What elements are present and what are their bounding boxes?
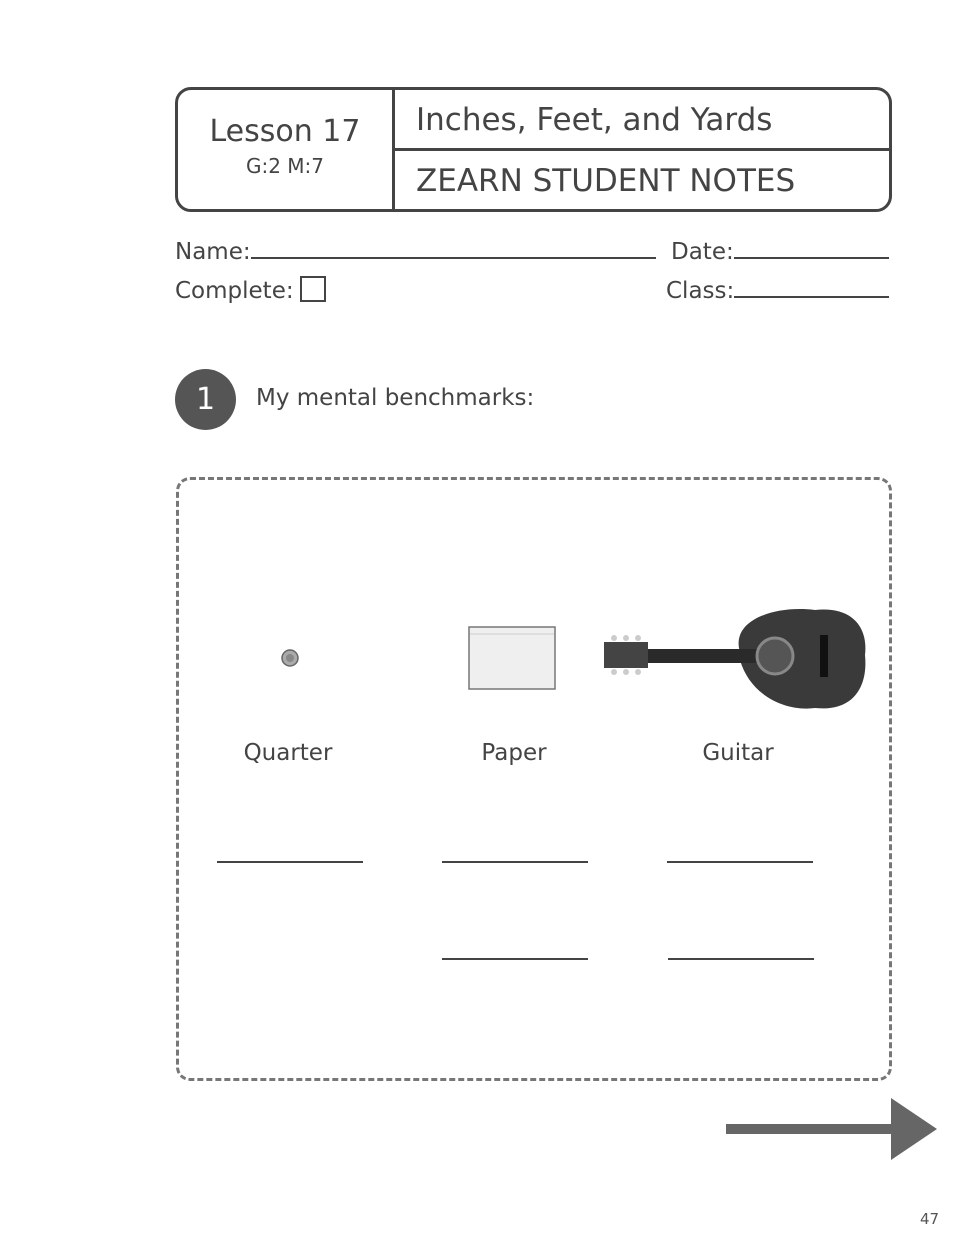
guitar-icon	[604, 609, 866, 709]
lesson-header: Lesson 17 G:2 M:7 Inches, Feet, and Yard…	[175, 87, 892, 212]
notes-subtitle: ZEARN STUDENT NOTES	[416, 163, 796, 199]
name-line[interactable]	[250, 237, 656, 259]
class-label: Class:	[666, 278, 735, 304]
benchmark-label-quarter: Quarter	[243, 740, 333, 766]
benchmark-label-guitar: Guitar	[702, 740, 774, 766]
quarter-coin-icon	[281, 649, 299, 667]
divider	[395, 148, 889, 151]
page-number: 47	[920, 1210, 940, 1228]
name-field[interactable]: Name:	[175, 237, 656, 265]
lesson-number: Lesson 17	[209, 114, 361, 149]
benchmark-label-paper: Paper	[481, 740, 547, 766]
answer-line[interactable]	[667, 861, 813, 863]
problem-prompt: My mental benchmarks:	[256, 385, 535, 411]
date-line[interactable]	[733, 237, 889, 259]
answer-line[interactable]	[442, 861, 588, 863]
complete-label: Complete:	[175, 278, 294, 304]
divider	[392, 90, 395, 209]
lesson-title: Inches, Feet, and Yards	[416, 102, 773, 138]
problem-number-badge: 1	[175, 369, 236, 430]
answer-line[interactable]	[442, 958, 588, 960]
next-arrow-icon[interactable]	[726, 1096, 941, 1164]
class-line[interactable]	[734, 276, 890, 298]
date-label: Date:	[671, 239, 734, 265]
date-field[interactable]: Date:	[671, 237, 889, 265]
paper-sheet-icon	[468, 626, 556, 690]
answer-line[interactable]	[217, 861, 363, 863]
complete-field: Complete:	[175, 276, 326, 304]
benchmark-box	[176, 477, 892, 1081]
answer-line[interactable]	[668, 958, 814, 960]
complete-checkbox[interactable]	[299, 276, 326, 302]
grade-module: G:2 M:7	[245, 154, 325, 178]
name-label: Name:	[175, 239, 251, 265]
class-field[interactable]: Class:	[666, 276, 890, 304]
